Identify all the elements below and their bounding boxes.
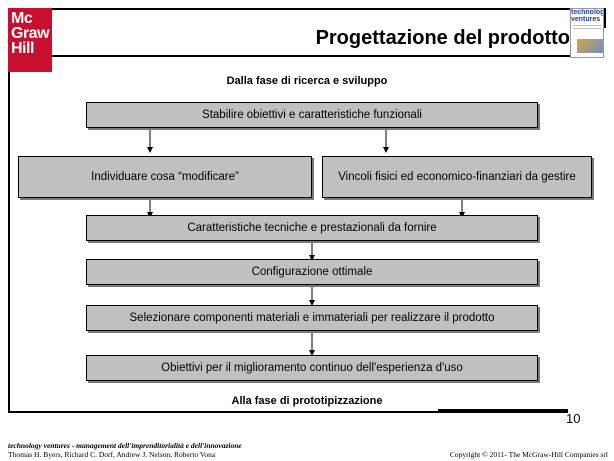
bottom-rule <box>8 411 568 413</box>
footer-book-title: technology ventures - management dell'im… <box>8 441 242 450</box>
book-cover-line-2: ventures <box>571 16 601 23</box>
logo-line-3: Hill <box>11 40 34 57</box>
box-improvement: Obiettivi per il miglioramento continuo … <box>86 355 538 381</box>
frame-right-rule <box>604 8 606 28</box>
box-objectives: Stabilire obiettivi e caratteristiche fu… <box>86 102 538 128</box>
title-underline <box>52 55 570 57</box>
footer-authors: Thomas H. Byers, Richard C. Dorf, Andrew… <box>8 450 216 459</box>
box-constraints: Vincoli fisici ed economico-finanziari d… <box>322 156 592 198</box>
frame-left-rule <box>8 8 10 413</box>
logo-line-2: Graw <box>11 25 50 42</box>
book-cover-rule <box>573 25 601 26</box>
page-number: 10 <box>566 411 581 426</box>
box-modify: Individuare cosa “modificare” <box>18 156 312 198</box>
box-configuration: Configurazione ottimale <box>86 259 538 285</box>
bottom-rule-accent <box>438 409 568 413</box>
frame-top-rule <box>8 8 606 10</box>
slide-title: Progettazione del prodotto <box>315 27 570 49</box>
book-cover-thumbnail: technology ventures <box>570 8 604 58</box>
footer-copyright: Copyright © 2011- The McGraw-Hill Compan… <box>449 450 608 459</box>
book-cover-rule <box>573 28 601 29</box>
book-cover-line-1: technology <box>571 9 603 16</box>
book-cover-image <box>577 39 603 53</box>
top-caption: Dalla fase di ricerca e sviluppo <box>226 75 388 87</box>
box-technical: Caratteristiche tecniche e prestazionali… <box>86 215 538 241</box>
bottom-caption: Alla fase di prototipizzazione <box>231 395 383 407</box>
box-components: Selezionare componenti materiali e immat… <box>86 305 538 331</box>
mcgraw-hill-logo: Mc Graw Hill <box>8 8 52 72</box>
logo-line-1: Mc <box>11 10 33 27</box>
